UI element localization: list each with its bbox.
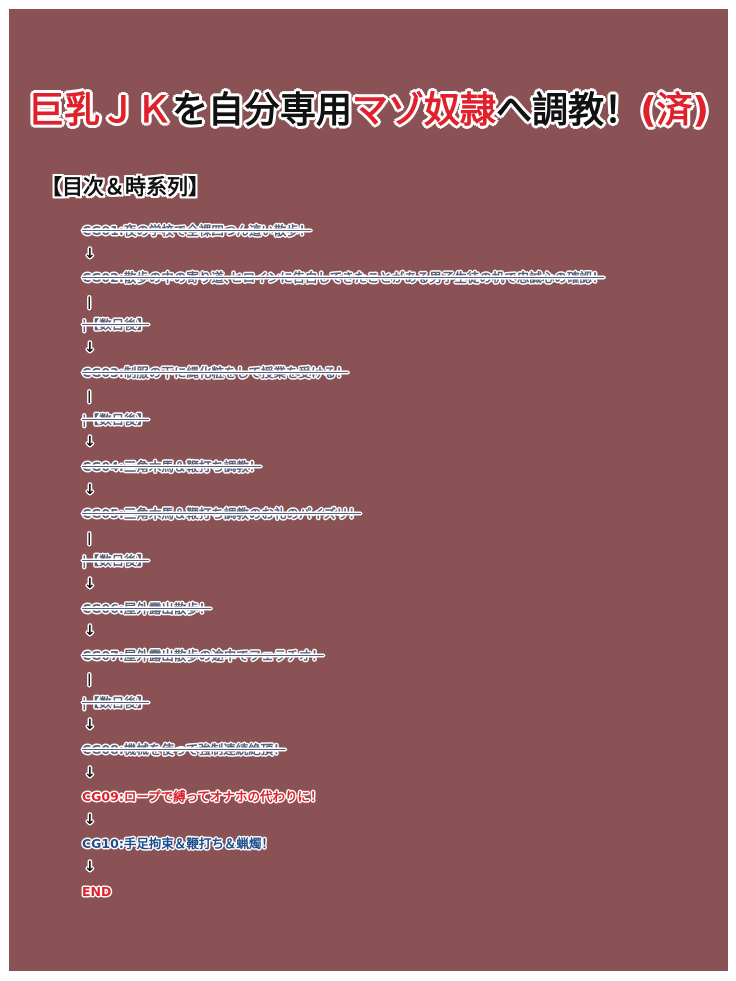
timeline-bar: | [87, 293, 92, 309]
title-part-1: 巨乳ＪＫ [28, 90, 173, 131]
arrow-down-icon: ↓ [84, 623, 96, 640]
toc-entry: |【数日後】 [82, 553, 150, 569]
toc-entry: CG04:三角木馬＆鞭打ち調教！ [82, 458, 262, 474]
timeline-bar: | [87, 671, 92, 687]
toc-heading: 【目次＆時系列】 [41, 175, 209, 199]
arrow-down-icon: ↓ [84, 717, 96, 734]
toc-entry: CG03:制服の下に縄化粧をして授業を受ける！ [82, 364, 349, 380]
toc-entry: CG01:夜の学校で全裸四つん這い散歩！ [82, 223, 312, 238]
arrow-down-icon: ↓ [84, 575, 96, 592]
toc-entry: |【数日後】 [82, 411, 150, 427]
toc-entry: CG08:機械を使って強制連続絶頂！ [82, 742, 286, 758]
toc-entry: |【数日後】 [82, 317, 150, 333]
toc-entry: |【数日後】 [82, 694, 150, 710]
timeline-bar: | [87, 388, 92, 404]
timeline-bar: | [87, 529, 92, 545]
toc-entry: END [82, 883, 112, 899]
toc-entry: CG10:手足拘束＆鞭打ち＆蝋燭！ [82, 836, 274, 852]
title-part-5: (済) [640, 90, 709, 131]
title-part-4: へ調教！ [496, 90, 641, 131]
page-title: 巨乳ＪＫを自分専用マゾ奴隷へ調教！(済) [9, 81, 728, 133]
title-part-3: マゾ奴隷 [352, 90, 497, 131]
arrow-down-icon: ↓ [84, 339, 96, 356]
title-part-2: を自分専用 [172, 90, 353, 131]
toc-entry: CG07:屋外露出散歩の途中でフェラチオ！ [82, 647, 324, 663]
arrow-down-icon: ↓ [84, 764, 96, 781]
document-page: 巨乳ＪＫを自分専用マゾ奴隷へ調教！(済) 【目次＆時系列】 CG01:夜の学校で… [9, 9, 728, 971]
arrow-down-icon: ↓ [84, 859, 96, 876]
arrow-down-icon: ↓ [84, 434, 96, 451]
arrow-down-icon: ↓ [84, 811, 96, 828]
toc-list: CG01:夜の学校で全裸四つん這い散歩！ ↓ CG02:散歩の中の寄り道､ヒロインに… [82, 219, 722, 903]
toc-entry: CG02:散歩の中の寄り道､ヒロインに告白してきたことがある男子生徒の机で忠誠心… [82, 270, 605, 286]
toc-entry: CG09:ロープで縛ってオナホの代わりに！ [82, 789, 323, 805]
toc-entry: CG05:三角木馬＆鞭打ち調教のお礼のパイズリ！ [82, 506, 361, 522]
arrow-down-icon: ↓ [84, 245, 96, 262]
arrow-down-icon: ↓ [84, 481, 96, 498]
toc-entry: CG06:屋外露出散歩！ [82, 600, 212, 616]
